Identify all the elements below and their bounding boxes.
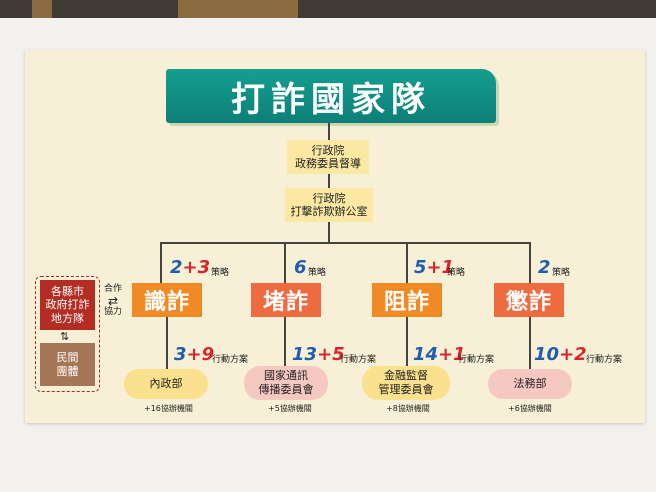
office-line1: 行政院 (312, 191, 346, 205)
assist-count-4: +6協辦機關 (508, 404, 552, 413)
plan-count-2: 13+5 (292, 344, 345, 365)
supervisor-box: 行政院 政務委員督導 (287, 140, 369, 174)
page-title: 打詐國家隊 (231, 79, 431, 120)
strategy-count-1: 2+3 (170, 257, 211, 278)
plan-count-1: 3+9 (174, 344, 215, 365)
vertical-arrow-icon: ⇅ (60, 330, 70, 343)
pillar-punish-fraud: 懲詐 (494, 283, 564, 317)
strategy-label-1: 策略 (211, 268, 230, 278)
connector-vertical-main (328, 123, 330, 243)
civil-line1: 民間 (56, 351, 79, 365)
supervisor-line1: 行政院 (311, 143, 345, 157)
connector-agency-4 (529, 313, 531, 369)
strategy-label-3: 策略 (447, 268, 466, 278)
agency-ministry-justice: 法務部 (488, 369, 572, 399)
agency-ncc: 國家通訊 傳播委員會 (244, 366, 328, 400)
plan-count-4: 10+2 (534, 344, 587, 365)
connector-pillar-1 (160, 242, 162, 284)
pillar-block-fraud: 堵詐 (251, 283, 321, 317)
strategy-count-4: 2 (538, 257, 551, 278)
civil-line2: 團體 (56, 364, 79, 378)
connector-pillar-2 (284, 242, 286, 284)
cooperation-label: 合作 ⇄ 協力 (104, 284, 122, 319)
connector-pillar-3 (406, 242, 408, 284)
connector-agency-1 (166, 313, 168, 369)
assist-count-3: +8協辦機關 (386, 404, 430, 413)
pillar-identify-fraud: 識詐 (132, 283, 202, 317)
supervisor-line2: 政務委員督導 (295, 157, 361, 170)
assist-count-2: +5協辦機關 (268, 404, 312, 413)
pillar-stop-fraud: 阻詐 (372, 283, 442, 317)
horizontal-arrow-icon: ⇄ (107, 294, 119, 309)
office-line2: 打擊詐欺辦公室 (290, 205, 368, 218)
connector-agency-3 (406, 313, 408, 369)
connector-pillar-4 (529, 242, 531, 284)
coop-line2: 協力 (104, 307, 123, 318)
background-wood-panel (32, 0, 52, 18)
plan-label-3: 行動方案 (458, 355, 495, 365)
strategy-label-2: 策略 (308, 268, 327, 278)
office-box: 行政院 打擊詐欺辦公室 (285, 188, 373, 222)
title-banner: 打詐國家隊 (166, 69, 496, 123)
connector-agency-2 (284, 313, 286, 369)
background-wood-panel (178, 0, 298, 18)
agency-ministry-interior: 內政部 (124, 369, 208, 399)
coop-line1: 合作 (104, 284, 123, 294)
local-line3: 地方隊 (51, 311, 84, 325)
civil-groups-box: 民間 團體 (40, 343, 95, 386)
agency-fsc: 金融監督 管理委員會 (362, 366, 450, 400)
local-line2: 政府打詐 (45, 298, 90, 312)
connector-horizontal (160, 242, 530, 244)
strategy-count-2: 6 (294, 257, 307, 278)
plan-count-3: 14+1 (413, 344, 466, 365)
plan-label-2: 行動方案 (340, 355, 377, 365)
background-top-strip (0, 0, 656, 18)
plan-label-1: 行動方案 (212, 355, 249, 365)
local-line1: 各縣市 (51, 285, 84, 299)
strategy-label-4: 策略 (552, 268, 571, 278)
strategy-count-3: 5+1 (414, 257, 455, 278)
local-team-frame (35, 276, 100, 392)
plan-label-4: 行動方案 (586, 355, 623, 365)
local-government-box: 各縣市 政府打詐 地方隊 (40, 280, 95, 330)
assist-count-1: +16協辦機關 (144, 404, 193, 413)
